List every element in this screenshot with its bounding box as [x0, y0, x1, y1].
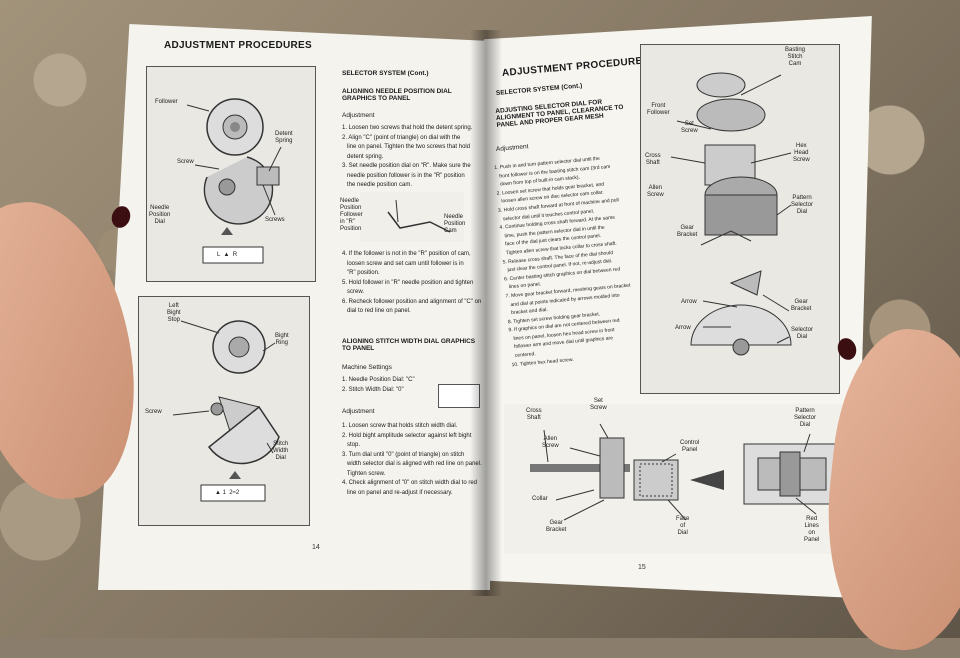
adjustment-label-2: Adjustment	[342, 408, 375, 415]
follower-cam-drawing	[387, 199, 451, 233]
hex-head-screw-label: Hex Head Screw	[793, 143, 810, 163]
right-page-number: 15	[638, 564, 646, 571]
stitch-screw-label: Screw	[145, 409, 162, 415]
bottom-pattern-dial-label: Pattern Selector Dial	[794, 408, 817, 428]
needle-steps-4-6: 4. If the follower is not in the "R" pos…	[342, 251, 481, 314]
arrow-label-2: Arrow	[675, 325, 691, 331]
red-lines-label: Red Lines on Panel	[804, 516, 820, 543]
bottom-set-screw-label: Set Screw	[590, 398, 607, 411]
bottom-gear-bracket-label: Gear Bracket	[546, 520, 567, 533]
stitch-steps: 1. Loosen screw that holds stitch width …	[342, 423, 482, 496]
follower-label: Follower	[155, 99, 178, 105]
right-page: ADJUSTMENT PROCEDURES SELECTOR SYSTEM (C…	[484, 16, 872, 598]
cross-section-figure: Cross Shaft Set Screw Allen Screw Collar…	[504, 398, 844, 554]
stitch-dial-drawing	[172, 320, 280, 502]
needle-cam-label: Needle Position Cam	[444, 214, 466, 234]
face-of-dial-label: Face of Dial	[676, 516, 690, 536]
stitch-width-dial-figure: Left Bight Stop Bight Ring Screw Stitch …	[138, 296, 310, 526]
allen-screw-label: Allen Screw	[647, 185, 664, 198]
needle-follower-inset: Needle Position Follower in "R" Position…	[340, 192, 466, 242]
stitch-dial-graphic: ▲ 1 2≈2	[215, 490, 240, 496]
bottom-allen-screw-label: Allen Screw	[542, 436, 559, 449]
gear-bracket-mid-label: Gear Bracket	[791, 299, 812, 312]
basting-stitch-cam-label: Basting Stitch Cam	[785, 47, 806, 67]
selector-steps: 1. Push in and turn pattern selector dia…	[494, 155, 631, 368]
left-bight-stop-label: Left Bight Stop	[167, 303, 181, 323]
adjusting-selector-heading: ADJUSTING SELECTOR DIAL FOR ALIGNMENT TO…	[495, 98, 624, 129]
screws-label: Screws	[265, 217, 285, 223]
front-follower-label: Front Follower	[647, 103, 670, 116]
arrow-label-1: Arrow	[681, 299, 697, 305]
settings-dial-icon	[438, 384, 480, 408]
left-page-number: 14	[312, 544, 320, 551]
detent-spring-label: Detent Spring	[275, 131, 293, 144]
right-page-header: ADJUSTMENT PROCEDURES	[501, 55, 650, 79]
left-page-header: ADJUSTMENT PROCEDURES	[164, 40, 312, 51]
set-screw-label: Set Screw	[681, 121, 698, 134]
needle-position-dial-label: Needle Position Dial	[149, 205, 171, 225]
needle-follower-label: Needle Position Follower in "R" Position	[340, 198, 363, 232]
left-section-title: SELECTOR SYSTEM (Cont.)	[342, 70, 429, 77]
cross-shaft-label: Cross Shaft	[645, 153, 661, 166]
right-section-title: SELECTOR SYSTEM (Cont.)	[495, 82, 583, 97]
left-page: ADJUSTMENT PROCEDURES Follower Screw Det…	[98, 24, 490, 590]
machine-settings-label: Machine Settings	[342, 364, 392, 371]
adjustment-label-1: Adjustment	[342, 112, 375, 119]
needle-dial-drawing	[186, 98, 282, 264]
bight-ring-label: Bight Ring	[275, 333, 289, 346]
aligning-stitch-heading: ALIGNING STITCH WIDTH DIAL GRAPHICS TO P…	[342, 338, 476, 352]
open-manual-booklet: ADJUSTMENT PROCEDURES Follower Screw Det…	[98, 16, 872, 598]
stitch-width-dial-label: Stitch Width Dial	[273, 441, 289, 461]
selector-dial-figure: Basting Stitch Cam Front Follower Set Sc…	[640, 44, 840, 394]
machine-settings-list: 1. Needle Position Dial: "C" 2. Stitch W…	[342, 377, 415, 393]
screw-label: Screw	[177, 159, 194, 165]
control-panel-label: Control Panel	[680, 440, 700, 453]
needle-dial-graphic: L ▲ R	[217, 252, 238, 258]
book-spine-shadow	[470, 30, 502, 596]
bottom-cross-shaft-label: Cross Shaft	[526, 408, 542, 421]
needle-steps-1-3: 1. Loosen two screws that hold the deten…	[342, 125, 473, 188]
aligning-needle-heading: ALIGNING NEEDLE POSITION DIAL GRAPHICS T…	[342, 88, 452, 102]
cam-stack-drawing	[670, 72, 792, 356]
needle-position-dial-figure: Follower Screw Detent Spring Needle Posi…	[146, 66, 316, 282]
pattern-selector-dial-label: Pattern Selector Dial	[791, 195, 814, 215]
cross-section-drawing	[530, 423, 841, 521]
gear-bracket-label: Gear Bracket	[677, 225, 698, 238]
selector-dial-label: Selector Dial	[791, 327, 814, 340]
collar-label: Collar	[532, 496, 548, 502]
